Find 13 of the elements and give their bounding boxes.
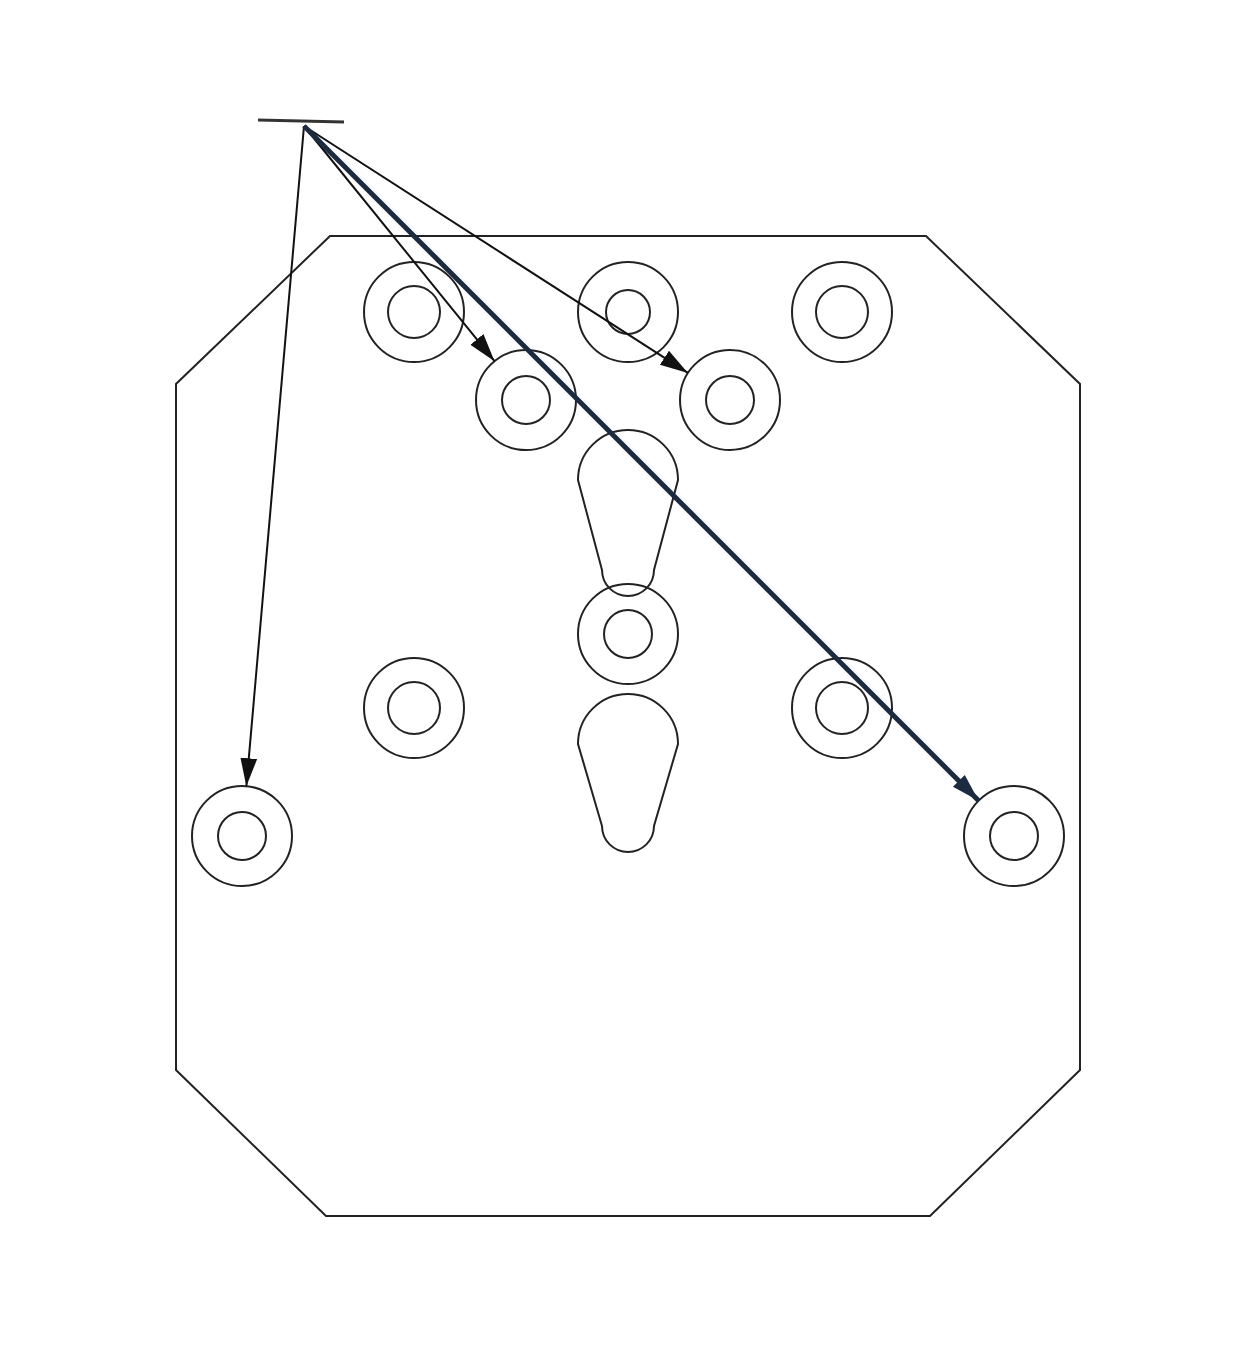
hole-drawing [576,582,680,686]
hole-drawing [678,348,782,452]
hole-drawing [576,260,680,364]
hole-drawing [790,656,894,760]
leader-arrow [302,124,981,803]
leader-arrow [240,125,305,788]
hole-drawing [362,656,466,760]
leader-start-bar [258,118,344,126]
hole-drawing [790,260,894,364]
hole-drawing [474,348,578,452]
hole-drawing [962,784,1066,888]
hole-drawing [190,784,294,888]
hole-drawing [362,260,466,364]
